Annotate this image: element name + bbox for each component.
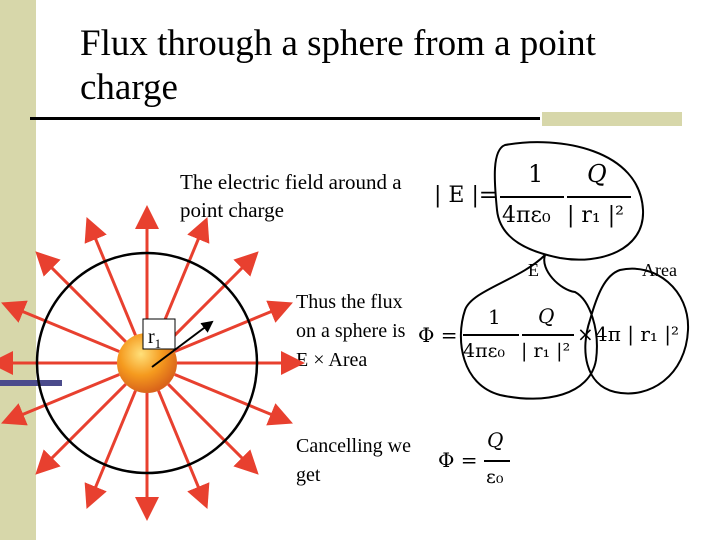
field-arrow xyxy=(84,217,137,336)
label-area: Area xyxy=(642,260,677,280)
cancel-loop-3 xyxy=(584,267,690,395)
flux-caption: Thus the flux on a sphere is E × Area xyxy=(296,291,406,371)
label-e: E xyxy=(528,260,539,280)
field-arrow xyxy=(1,373,120,426)
field-arrow xyxy=(174,373,293,426)
field-arrows xyxy=(0,205,305,521)
field-arrow xyxy=(1,300,120,353)
field-arrow xyxy=(174,300,293,353)
field-arrow xyxy=(35,251,127,343)
eq2-num1: 1 xyxy=(488,305,501,329)
eq2-lhs: Φ = xyxy=(418,323,458,347)
cancelling-caption: Cancelling we get xyxy=(296,435,411,486)
field-arrow xyxy=(167,383,259,475)
eq1-lhs: | E |= xyxy=(434,183,498,208)
eq1-bar2 xyxy=(567,196,631,198)
eq3-num: Q xyxy=(487,428,504,452)
eq1-num2: Q xyxy=(587,160,607,188)
sidebar-accent-rule xyxy=(0,380,62,386)
eq2-bar2 xyxy=(522,334,574,336)
eq3-bar xyxy=(484,460,510,462)
eq3-lhs: Φ = xyxy=(438,448,478,472)
eq1-bar1 xyxy=(500,196,564,198)
field-arrow xyxy=(84,390,137,509)
eq2-den1: 4πε₀ xyxy=(463,340,506,362)
radius-label-box xyxy=(142,318,176,350)
title-accent-block xyxy=(542,112,682,126)
eq1-num1: 1 xyxy=(528,160,544,188)
title-underline xyxy=(30,117,540,120)
eq1-den1: 4πε₀ xyxy=(502,203,551,228)
eq1-den2: | r₁ |² xyxy=(567,203,624,228)
field-arrow xyxy=(157,217,210,336)
electric-field-caption: The electric field around a point charge xyxy=(180,170,402,222)
radius-arrow xyxy=(151,320,214,368)
radius-label: r1 xyxy=(148,326,162,351)
eq3-den: ε₀ xyxy=(486,466,504,488)
eq2-den2: | r₁ |² xyxy=(521,340,571,362)
field-arrow xyxy=(157,390,210,509)
eq2-bar1 xyxy=(463,334,519,336)
cancel-loop-2 xyxy=(459,254,598,400)
cancel-loop-1 xyxy=(493,141,645,261)
eq2-rhs: 4π | r₁ |² xyxy=(595,322,680,346)
slide-title: Flux through a sphere from a point charg… xyxy=(80,23,596,108)
eq2-times: × xyxy=(577,322,594,346)
field-arrow xyxy=(35,383,127,475)
eq2-num2: Q xyxy=(538,304,555,328)
decorative-sidebar xyxy=(0,0,36,540)
gaussian-sphere xyxy=(35,251,259,475)
field-arrow xyxy=(167,251,259,343)
